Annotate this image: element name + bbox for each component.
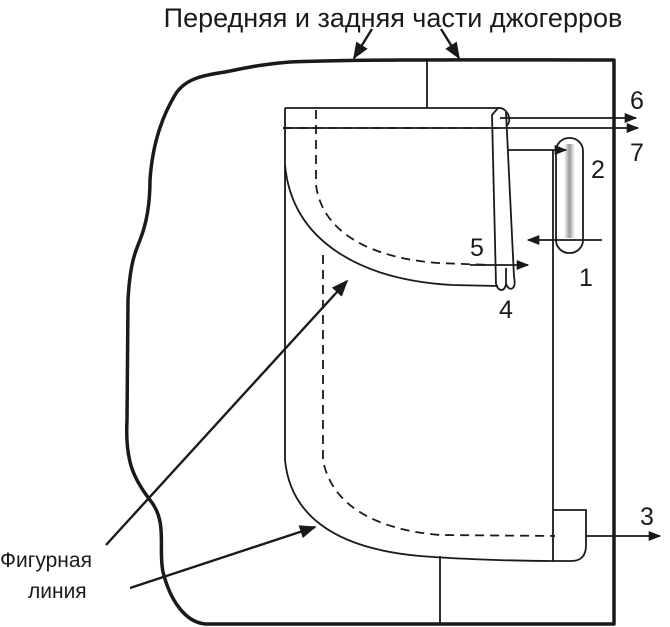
tape-fold-right <box>505 111 515 278</box>
figure-line-arrow-lower <box>129 525 317 590</box>
tape-bottom-loop-3 <box>505 276 516 290</box>
pocket-bag-stitch-line <box>322 255 556 537</box>
marker-3: 3 <box>640 503 654 531</box>
zipper-teeth <box>564 144 575 238</box>
garment-outline <box>124 58 616 626</box>
marker-5: 5 <box>470 234 484 262</box>
figure-line-label-line2: линия <box>28 580 87 603</box>
marker-1: 1 <box>579 264 593 292</box>
title-arrow-front <box>352 28 374 60</box>
diagram-title: Передняя и задняя части джогерров <box>164 3 623 33</box>
pocket-facing <box>284 164 499 287</box>
tape-bottom-loop-1 <box>495 283 507 291</box>
marker-7: 7 <box>630 139 644 167</box>
figure-line-arrow-upper <box>105 279 349 546</box>
pocket-bag-outline <box>284 108 554 562</box>
figure-line-label-line1: Фигурная <box>0 549 92 572</box>
marker-6: 6 <box>630 87 644 115</box>
bottom-corner-piece <box>553 509 587 562</box>
title-arrow-back <box>439 28 461 60</box>
marker-2: 2 <box>591 156 605 184</box>
tape-top-loop <box>497 107 511 127</box>
tape-fold-left <box>491 107 499 285</box>
facing-stitch-line <box>315 110 491 266</box>
marker-4: 4 <box>499 296 513 324</box>
